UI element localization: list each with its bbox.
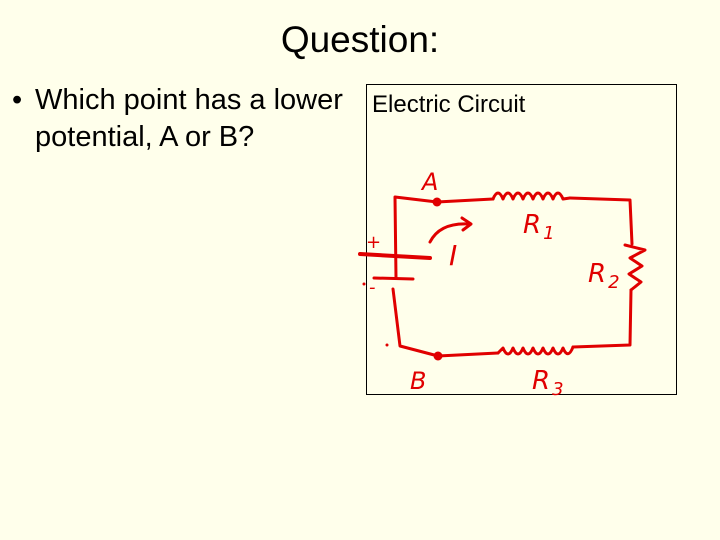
label-battery-plus: + (366, 232, 381, 253)
stray-dot (385, 343, 389, 347)
resistor-r1 (491, 191, 572, 201)
wire-right (571, 288, 633, 349)
label-battery-minus: - (369, 277, 376, 298)
label-current: I (449, 239, 457, 272)
resistor-r3 (496, 345, 575, 356)
bullet-marker: • (12, 84, 23, 116)
wire-top-left (393, 195, 495, 280)
figure-title: Electric Circuit (372, 91, 526, 118)
bullet-item: • Which point has a lower potential, A o… (8, 82, 358, 156)
bullet-list: • Which point has a lower potential, A o… (8, 82, 358, 156)
point-b-dot (433, 351, 443, 361)
slide-title: Question: (280, 19, 440, 60)
current-arrow-icon (428, 222, 472, 244)
battery-short-plate (372, 276, 415, 281)
label-point-a: A (420, 168, 438, 196)
resistor-r2 (623, 243, 647, 292)
label-point-b: B (410, 367, 426, 395)
bullet-text: Which point has a lower potential, A or … (35, 84, 343, 153)
point-a-dot (432, 197, 442, 207)
wire-top-right (568, 196, 634, 246)
circuit-figure-frame: Electric Circuit (366, 84, 677, 395)
stray-dot (362, 282, 366, 286)
wire-bottom (391, 287, 500, 358)
battery-long-plate (358, 252, 432, 260)
